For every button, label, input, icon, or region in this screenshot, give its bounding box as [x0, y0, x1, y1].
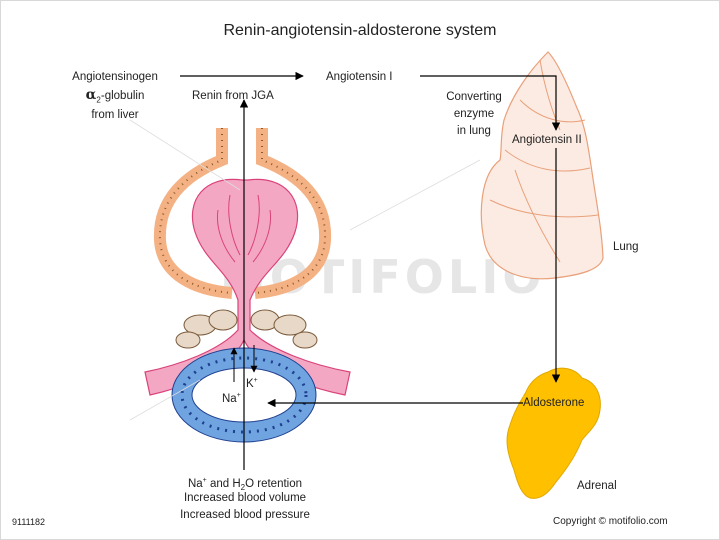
label-blood-pressure: Increased blood pressure: [180, 509, 310, 521]
globulin-text: -globulin: [100, 90, 145, 102]
label-retention: Na+ and H2O retention: [187, 477, 303, 493]
label-aldosterone: Aldosterone: [523, 396, 585, 410]
juxtaglomerular-cells: [175, 309, 318, 349]
image-id: 9111182: [12, 517, 46, 527]
alpha-symbol: α: [85, 87, 97, 103]
label-angiotensin-1: Angiotensin I: [326, 71, 393, 83]
lung-illustration: [480, 51, 604, 280]
pathway-arrows: [180, 71, 561, 470]
label-angiotensin-2: Angiotensin II: [512, 134, 582, 146]
label-adrenal: Adrenal: [577, 480, 617, 492]
glomerulus-arterioles: [144, 178, 351, 396]
label-k-ion: K+: [246, 377, 258, 390]
alpha-subscript: 2: [96, 95, 101, 105]
label-angiotensinogen: Angiotensinogen: [72, 71, 158, 83]
label-in-lung: in lung: [457, 125, 491, 137]
label-na-ion: Na+: [222, 392, 241, 405]
label-enzyme: enzyme: [453, 108, 495, 120]
watermark-lines: [129, 119, 481, 421]
diagram-title: Renin-angiotensin-aldosterone system: [223, 22, 497, 39]
label-blood-volume: Increased blood volume: [183, 492, 307, 504]
label-renin: Renin from JGA: [192, 90, 274, 102]
label-alpha2-globulin: α2-globulin: [40, 88, 190, 107]
label-converting: Converting: [446, 91, 502, 103]
bowman-capsule: [153, 128, 332, 299]
copyright-notice: Copyright © motifolio.com: [553, 516, 668, 527]
label-lung: Lung: [613, 241, 639, 253]
label-from-liver: from liver: [91, 109, 139, 121]
